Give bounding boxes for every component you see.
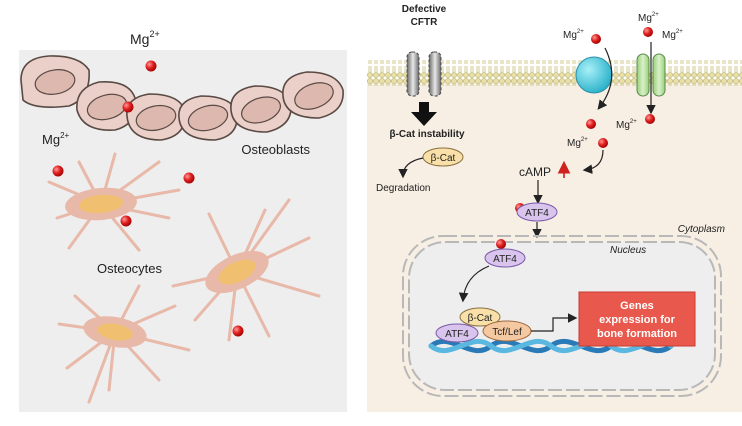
- mg-ion: [645, 114, 655, 124]
- camp-arrow: [582, 149, 604, 174]
- mg-ion-label-top: Mg2+: [130, 29, 160, 47]
- genes-label-line2: expression for: [599, 314, 676, 326]
- cytoplasm-label: Cytoplasm: [678, 224, 725, 235]
- osteoblasts-label: Osteoblasts: [241, 142, 310, 157]
- pump-import-arrow: [597, 47, 613, 110]
- ion-label-mid-right: Mg2+: [616, 119, 637, 131]
- mg-ion: [586, 119, 596, 129]
- svg-text:Mg2+: Mg2+: [130, 29, 160, 47]
- down-arrow-icon: [411, 102, 437, 126]
- osteocyte-nuclei: [79, 194, 256, 341]
- bcat-node: [422, 147, 464, 167]
- nuclear-envelope-inner: [408, 241, 716, 391]
- signaling-pathway-diagram: Defective CFTR β-Cat instability β-Cat D…: [367, 4, 742, 412]
- osteocyte-cells: [47, 152, 321, 404]
- nuclear-envelope-outer: [402, 235, 722, 397]
- cftr-label: CFTR: [411, 17, 438, 28]
- degradation-arrow: [398, 157, 424, 179]
- genes-label-line3: bone formation: [597, 328, 677, 340]
- ion-label-top-left: Mg2+: [563, 29, 584, 41]
- bone-cells-illustration: Osteoblasts Osteocytes Mg2+: [19, 50, 347, 412]
- atf4-label-bottom: ATF4: [445, 329, 469, 340]
- ion-label-top-right-b: Mg2+: [662, 29, 683, 41]
- atf4-node-mid: [484, 248, 526, 268]
- bone-cells-panel: Osteoblasts Osteocytes Mg2+: [19, 50, 347, 412]
- bcat-instability-label: β-Cat instability: [390, 129, 465, 140]
- atf4-label-top: ATF4: [525, 208, 549, 219]
- mg-ions-left: [52, 60, 244, 337]
- osteocytes-label: Osteocytes: [97, 261, 163, 276]
- ion-label-top-right-a: Mg2+: [638, 12, 659, 24]
- mg-ion: [598, 138, 608, 148]
- bcat-node-nucleus: [459, 307, 501, 327]
- mg-transporter-pump: [575, 56, 613, 94]
- genes-label-line1: Genes: [620, 300, 654, 312]
- mg-ion-label-left: Mg2+: [42, 131, 70, 147]
- mg-ion: [496, 239, 506, 249]
- atf4-binding-arrow: [458, 265, 490, 303]
- osteoblast-nuclei: [34, 69, 334, 132]
- nucleus-label: Nucleus: [610, 245, 646, 256]
- atf4-node-bottom: [435, 323, 479, 343]
- signaling-pathway-panel: Defective CFTR β-Cat instability β-Cat D…: [367, 0, 742, 412]
- cftr-channel: [406, 51, 442, 97]
- camp-label: cAMP: [519, 165, 551, 179]
- tcf-lef-label: Tcf/Lef: [492, 327, 522, 338]
- gene-expression-arrow: [531, 313, 578, 332]
- atf4-node-top: [516, 202, 558, 222]
- atf4-label-mid: ATF4: [493, 254, 517, 265]
- ion-label-mid-left: Mg2+: [567, 137, 588, 149]
- mg-ion-channel: [636, 53, 666, 97]
- genes-expression-box: [578, 291, 696, 347]
- mg-ion: [643, 27, 653, 37]
- defective-label: Defective: [402, 4, 447, 15]
- bcat-label-nucleus: β-Cat: [468, 313, 493, 324]
- degradation-label: Degradation: [376, 183, 430, 194]
- cell-membrane: [367, 60, 742, 86]
- mg-ion: [591, 34, 601, 44]
- bcat-label: β-Cat: [431, 153, 456, 164]
